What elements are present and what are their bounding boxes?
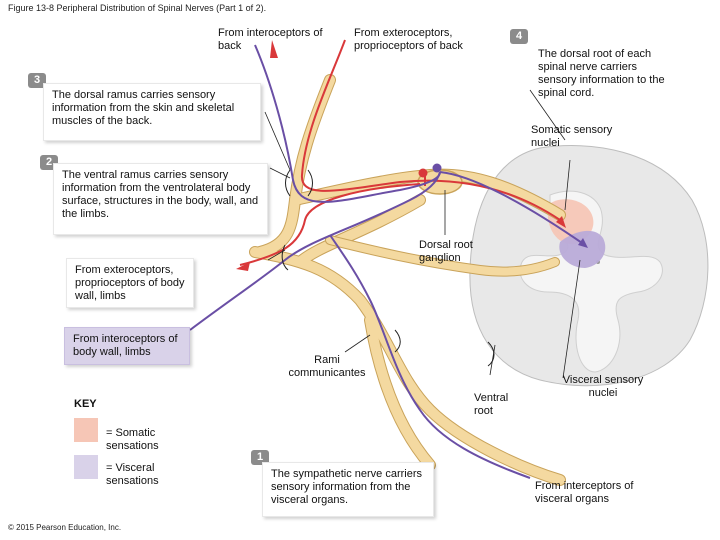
step-badge-1: 1: [251, 450, 269, 465]
copyright-notice: © 2015 Pearson Education, Inc.: [8, 523, 122, 532]
callout-ventral-ramus: The ventral ramus carries sensory inform…: [53, 163, 268, 235]
label-from-interoceptors-back: From interoceptors of back: [218, 27, 323, 52]
visceral-pathways: [189, 44, 586, 479]
figure-title: Figure 13-8 Peripheral Distribution of S…: [8, 3, 267, 13]
label-from-interceptors-visceral: From interceptors of visceral organs: [535, 480, 634, 505]
label-somatic-sensory-nuclei: Somatic sensory nuclei: [531, 124, 613, 149]
callout-dorsal-ramus: The dorsal ramus carries sensory informa…: [43, 83, 261, 141]
label-rami-communicantes: Rami communicantes: [288, 354, 366, 379]
label-ventral-root: Ventral root: [474, 392, 509, 417]
label-visceral-sensory-nuclei: Visceral sensory nuclei: [562, 374, 644, 399]
label-from-exteroceptors-back: From exteroceptors, proprioceptors of ba…: [354, 27, 463, 52]
label-dorsal-root-desc: The dorsal root of each spinal nerve car…: [538, 48, 665, 99]
key-swatch-somatic: [74, 418, 98, 442]
step-badge-4: 4: [510, 29, 528, 44]
step-badge-3: 3: [28, 73, 46, 88]
somatic-arrow-back: [270, 40, 278, 58]
visceral-neuron-cell-body: [432, 163, 442, 173]
somatic-arrow-cord: [556, 216, 566, 228]
callout-interoceptors-body-wall: From interoceptors of body wall, limbs: [64, 327, 190, 365]
key-title: KEY: [74, 398, 97, 410]
somatic-arrow-wall: [236, 262, 250, 271]
key-label-somatic: = Somatic sensations: [106, 427, 159, 452]
visceral-arrow-cord: [578, 238, 588, 248]
somatic-neuron-cell-body: [418, 168, 428, 178]
key-swatch-visceral: [74, 455, 98, 479]
callout-sympathetic-nerve: The sympathetic nerve carriers sensory i…: [262, 462, 434, 517]
nerve-trunks: [249, 74, 566, 486]
callout-exteroceptors-body-wall: From exteroceptors, proprioceptors of bo…: [66, 258, 194, 308]
label-dorsal-root-ganglion: Dorsal root ganglion: [419, 239, 473, 264]
key-label-visceral: = Visceral sensations: [106, 462, 159, 487]
bracket-marks: [281, 169, 495, 367]
visceral-nuclei-region: [559, 230, 606, 268]
